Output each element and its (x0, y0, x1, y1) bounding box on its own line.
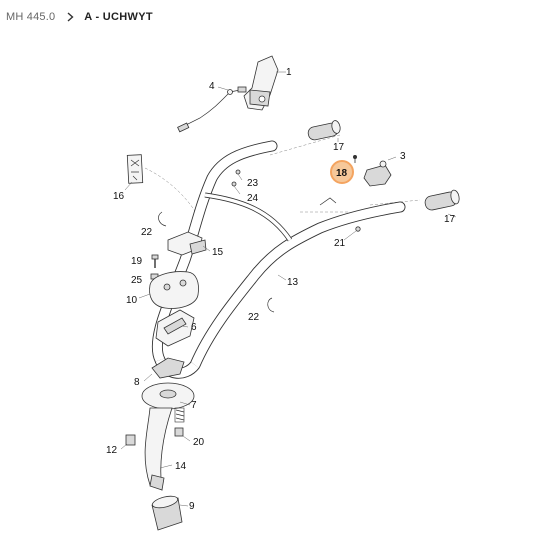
sleeve-part (151, 495, 183, 531)
ring-part-lower (267, 297, 275, 313)
callout-16[interactable]: 16 (113, 191, 125, 202)
callout-14[interactable]: 14 (175, 461, 187, 472)
nut-part-12 (125, 434, 136, 446)
callout-15[interactable]: 15 (212, 247, 224, 258)
breadcrumb-section: A - UCHWYT (84, 11, 153, 23)
chevron-right-icon (67, 12, 74, 22)
slider-part (155, 309, 195, 347)
callout-19[interactable]: 19 (131, 256, 143, 267)
breadcrumb-model[interactable]: MH 445.0 (6, 11, 56, 23)
callout-25[interactable]: 25 (131, 275, 143, 286)
grip-left (307, 120, 341, 141)
sticker-part (126, 154, 144, 184)
callout-4[interactable]: 4 (209, 81, 215, 92)
spring-part (174, 407, 185, 423)
callout-22-lower[interactable]: 22 (248, 312, 260, 323)
screw-part-23 (235, 169, 241, 175)
leader-lines (120, 71, 457, 507)
handlebar-tube (151, 140, 406, 379)
bracket-part (167, 231, 207, 256)
callout-23[interactable]: 23 (247, 178, 259, 189)
callout-labels: 1 3 4 6 7 8 9 10 12 13 14 15 16 17 17 18… (106, 67, 456, 512)
washer-part-24 (231, 181, 237, 187)
callout-21[interactable]: 21 (334, 238, 346, 249)
bolt-part (151, 254, 159, 268)
callout-22-upper[interactable]: 22 (141, 227, 153, 238)
throttle-part (353, 155, 392, 187)
grip-right (424, 189, 460, 211)
clip-part (319, 197, 337, 206)
cable-part (177, 86, 247, 133)
ring-part-upper (158, 211, 167, 227)
callout-13[interactable]: 13 (287, 277, 299, 288)
housing-part (149, 271, 199, 309)
base-plate-part (151, 357, 185, 379)
callout-12[interactable]: 12 (106, 445, 118, 456)
breadcrumb: MH 445.0 A - UCHWYT (6, 8, 153, 26)
lever-part (243, 55, 279, 111)
column-part (141, 382, 195, 491)
callout-20[interactable]: 20 (193, 437, 205, 448)
highlight-callout-marker[interactable] (330, 160, 354, 184)
callout-6[interactable]: 6 (191, 322, 197, 333)
callout-7[interactable]: 7 (191, 400, 197, 411)
screw-part-20 (174, 427, 184, 437)
callout-10[interactable]: 10 (126, 295, 138, 306)
callout-3[interactable]: 3 (400, 151, 406, 162)
callout-17-left[interactable]: 17 (333, 142, 345, 153)
callout-1[interactable]: 1 (286, 67, 292, 78)
callout-18[interactable]: 18 (336, 168, 348, 179)
callout-24[interactable]: 24 (247, 193, 259, 204)
callout-17-right[interactable]: 17 (444, 214, 456, 225)
callout-9[interactable]: 9 (189, 501, 195, 512)
screw-part-21 (355, 226, 361, 232)
callout-8[interactable]: 8 (134, 377, 140, 388)
